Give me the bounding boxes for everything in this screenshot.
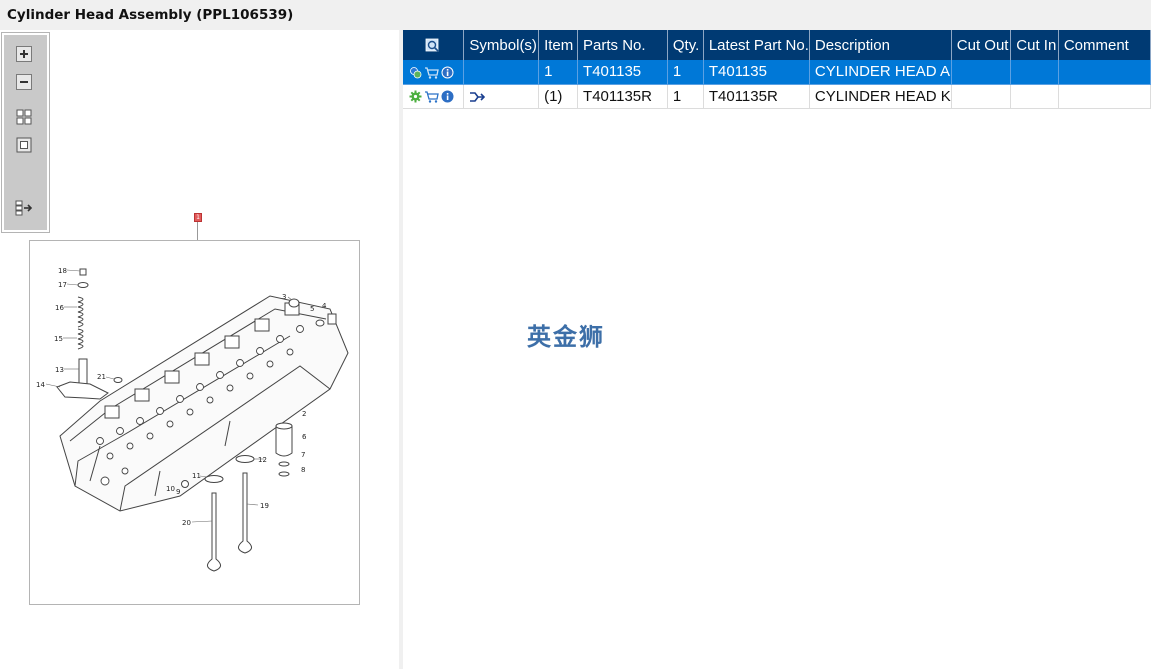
- supersession-icon[interactable]: [409, 66, 422, 79]
- part-label-12: 12: [258, 456, 267, 464]
- cell-parts-no: T401135: [577, 60, 668, 85]
- part-label-11: 11: [192, 472, 201, 480]
- watermark: 英金狮: [527, 323, 605, 351]
- cart-icon[interactable]: [424, 66, 439, 79]
- cell-cut-in: [1010, 84, 1059, 109]
- parts-table: Symbol(s) Item Parts No. Qty. Latest Par…: [403, 30, 1151, 109]
- page-title: Cylinder Head Assembly (PPL106539): [7, 7, 294, 23]
- row-actions: [403, 60, 465, 85]
- part-label-6: 6: [302, 433, 307, 441]
- cell-item: (1): [538, 84, 579, 109]
- diagram-toolbar: [1, 32, 50, 233]
- column-header-description[interactable]: Description: [809, 30, 952, 60]
- part-label-10: 10: [166, 485, 175, 493]
- part-label-4: 4: [322, 302, 327, 310]
- part-label-19: 19: [260, 502, 269, 510]
- part-label-8: 8: [301, 466, 305, 474]
- info-icon[interactable]: [441, 90, 454, 103]
- callout-marker[interactable]: 1: [194, 213, 202, 222]
- column-header-cut-out[interactable]: Cut Out: [951, 30, 1012, 60]
- column-header-item[interactable]: Item: [538, 30, 579, 60]
- fit-page-icon: [16, 109, 32, 125]
- actual-size-button[interactable]: [15, 136, 33, 154]
- cell-qty: 1: [667, 84, 704, 109]
- part-label-14: 14: [36, 381, 45, 389]
- callout-leader-line: [197, 222, 198, 240]
- cell-comment: [1058, 84, 1151, 109]
- part-label-17: 17: [58, 281, 67, 289]
- column-header-parts-no[interactable]: Parts No.: [577, 30, 668, 60]
- exploded-diagram[interactable]: 18 17 16 15 13 14 21 3 5 4 2 6 7 8 12 11…: [29, 240, 360, 605]
- cell-qty: 1: [667, 60, 704, 85]
- title-bar: Cylinder Head Assembly (PPL106539): [0, 0, 1151, 30]
- fit-page-button[interactable]: [15, 108, 33, 126]
- cell-cut-out: [951, 60, 1012, 85]
- export-list-button[interactable]: [15, 199, 33, 217]
- column-header-cut-in[interactable]: Cut In: [1010, 30, 1059, 60]
- zoom-out-icon: [16, 74, 32, 90]
- table-header-row: Symbol(s) Item Parts No. Qty. Latest Par…: [403, 30, 1151, 60]
- column-header-qty[interactable]: Qty.: [667, 30, 704, 60]
- part-label-2: 2: [302, 410, 306, 418]
- cylinder-head-drawing: 18 17 16 15 13 14 21 3 5 4 2 6 7 8 12 11…: [36, 267, 349, 572]
- cell-comment: [1058, 60, 1151, 85]
- zoom-in-icon: [16, 46, 32, 62]
- info-icon[interactable]: [441, 66, 454, 79]
- part-label-18: 18: [58, 267, 67, 275]
- pane-splitter[interactable]: [399, 30, 403, 669]
- part-label-16: 16: [55, 304, 64, 312]
- actual-size-icon: [16, 137, 32, 153]
- cell-symbols: [463, 84, 540, 109]
- zoom-in-button[interactable]: [15, 45, 33, 63]
- cell-description: CYLINDER HEAD K: [809, 84, 952, 109]
- column-header-symbols[interactable]: Symbol(s): [463, 30, 540, 60]
- column-header-actions[interactable]: [403, 30, 465, 60]
- part-label-21: 21: [97, 373, 106, 381]
- gear-icon[interactable]: [409, 90, 422, 103]
- export-list-icon: [15, 200, 33, 216]
- table-row[interactable]: 1 T401135 1 T401135 CYLINDER HEAD A: [403, 60, 1151, 85]
- part-label-3: 3: [282, 293, 286, 301]
- parts-list-pane: Symbol(s) Item Parts No. Qty. Latest Par…: [403, 30, 1151, 669]
- zoom-out-button[interactable]: [15, 73, 33, 91]
- cell-description: CYLINDER HEAD A: [809, 60, 952, 85]
- part-label-9: 9: [176, 488, 180, 496]
- table-row[interactable]: (1) T401135R 1 T401135R CYLINDER HEAD K: [403, 84, 1151, 109]
- cell-cut-out: [951, 84, 1012, 109]
- part-label-13: 13: [55, 366, 64, 374]
- filter-search-icon: [425, 38, 439, 52]
- column-header-latest-part-no[interactable]: Latest Part No.: [703, 30, 810, 60]
- part-label-5: 5: [310, 305, 314, 313]
- cell-latest-part-no: T401135: [703, 60, 810, 85]
- cell-item: 1: [538, 60, 579, 85]
- split-arrow-icon: [470, 91, 486, 102]
- cell-parts-no: T401135R: [577, 84, 668, 109]
- part-label-15: 15: [54, 335, 63, 343]
- cart-icon[interactable]: [424, 90, 439, 103]
- row-actions: [403, 84, 465, 109]
- diagram-pane: 1: [0, 30, 399, 669]
- column-header-comment[interactable]: Comment: [1058, 30, 1151, 60]
- cell-cut-in: [1010, 60, 1059, 85]
- cell-symbols: [463, 60, 540, 85]
- cell-latest-part-no: T401135R: [703, 84, 810, 109]
- part-label-7: 7: [301, 451, 305, 459]
- part-label-20: 20: [182, 519, 191, 527]
